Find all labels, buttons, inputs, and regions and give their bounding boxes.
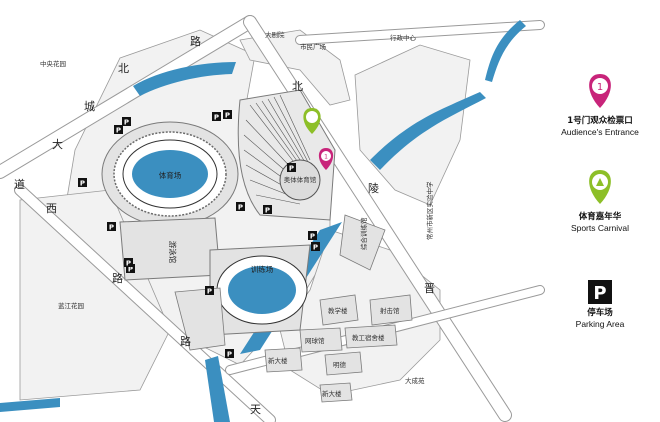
place-mingde: 明德	[333, 360, 347, 369]
entrance-pin-map-number: 1	[324, 154, 328, 161]
place-admin-center: 行政中心	[390, 33, 417, 42]
natatorium-label: 游泳馆	[168, 241, 178, 264]
legend-carnival: 体育嘉年华 Sports Carnival	[540, 168, 660, 234]
legend-carnival-en: Sports Carnival	[570, 223, 630, 233]
place-comprehensive: 综合训练馆	[359, 217, 368, 250]
parking-marker	[311, 242, 320, 251]
gym-label: 体育场	[159, 170, 182, 180]
parking-marker-label: P	[225, 112, 230, 120]
place-teaching: 教学楼	[328, 306, 348, 315]
road-label-3: 北	[292, 80, 303, 93]
parking-marker-label: P	[227, 351, 232, 359]
place-labels: 大剧院 市民广场 行政中心 中央花园 蓝江花园 大成苑 常州市新区实验中学 综合…	[40, 30, 434, 398]
parking-marker-label: P	[116, 127, 121, 135]
place-new1: 新大楼	[268, 356, 288, 365]
parking-icon: P	[588, 280, 612, 304]
legend-entrance-cn: 1号门观众检票口	[567, 116, 633, 126]
parking-marker	[205, 286, 214, 295]
legend-carnival-cn: 体育嘉年华	[578, 212, 622, 222]
parking-marker-label: P	[109, 224, 114, 232]
place-central-garden: 中央花园	[40, 59, 66, 68]
parking-marker	[107, 222, 116, 231]
parking-marker	[114, 125, 123, 134]
road-label-5: 大	[52, 137, 63, 151]
parking-marker	[78, 178, 87, 187]
entrance-pin-map: 1	[318, 148, 334, 170]
road-labels: 路 北 北 城 大 道 陵 晋 西 路 路 天	[14, 35, 435, 416]
road-label-14: 天	[250, 403, 261, 416]
legend-parking-en: Parking Area	[575, 319, 625, 329]
training-label: 训练场	[251, 264, 274, 274]
parking-marker	[126, 264, 135, 273]
entrance-pin-icon: 1	[589, 74, 611, 108]
place-theater: 大剧院	[265, 30, 285, 39]
place-new2: 新大楼	[322, 389, 342, 398]
svg-text:P: P	[593, 283, 606, 304]
main-stadium: 体育场	[101, 121, 239, 227]
parking-marker	[308, 231, 317, 240]
parking-marker	[287, 163, 296, 172]
place-school: 常州市新区实验中学	[425, 181, 434, 240]
parking-marker-label: P	[128, 266, 133, 274]
olympic-hall-label: 奥体体育馆	[284, 175, 317, 184]
place-tennis: 网球馆	[305, 336, 325, 345]
place-shooting: 射击馆	[380, 306, 400, 315]
parking-marker-label: P	[238, 204, 243, 212]
parking-marker	[223, 110, 232, 119]
svg-text:1: 1	[597, 82, 603, 93]
parking-marker	[212, 112, 221, 121]
parking-marker	[124, 258, 133, 267]
place-lanjiang-garden: 蓝江花园	[58, 301, 84, 310]
road-label-1: 路	[190, 35, 201, 48]
parking-marker-label: P	[289, 165, 294, 173]
road-label-10: 西	[46, 202, 57, 215]
stadium-pitch	[132, 150, 208, 198]
parking-marker-label: P	[313, 244, 318, 252]
training-ground: 训练场	[209, 244, 311, 336]
place-civic-square: 市民广场	[300, 42, 327, 51]
legend-entrance: 1 1号门观众检票口 Audience's Entrance	[540, 72, 660, 138]
carnival-pin-icon	[589, 170, 611, 204]
place-dorm: 教工宿舍楼	[352, 333, 385, 342]
carnival-pin-map	[303, 108, 321, 134]
legend-entrance-en: Audience's Entrance	[561, 127, 639, 137]
parking-marker-label: P	[310, 233, 315, 241]
parking-marker-label: P	[80, 180, 85, 188]
parking-marker-label: P	[124, 119, 129, 127]
parking-marker-label: P	[214, 114, 219, 122]
road-label-6: 道	[14, 177, 25, 191]
road-label-11: 路	[112, 272, 123, 285]
buildings	[174, 214, 413, 403]
parking-marker-label: P	[207, 288, 212, 296]
parking-marker	[263, 205, 272, 214]
place-dacheng: 大成苑	[405, 376, 425, 385]
road-label-8: 晋	[424, 282, 435, 295]
road-label-2: 北	[118, 62, 129, 75]
road-label-4: 城	[84, 100, 95, 113]
legend-parking: P 停车场 Parking Area	[540, 280, 660, 330]
training-pitch	[228, 266, 296, 314]
parking-marker	[225, 349, 234, 358]
parking-marker	[236, 202, 245, 211]
parking-marker-label: P	[265, 207, 270, 215]
road-label-12: 路	[180, 335, 191, 348]
parking-marker	[122, 117, 131, 126]
road-label-7: 陵	[368, 182, 379, 195]
parking-marker-label: P	[126, 260, 131, 268]
legend-parking-cn: 停车场	[587, 308, 613, 318]
